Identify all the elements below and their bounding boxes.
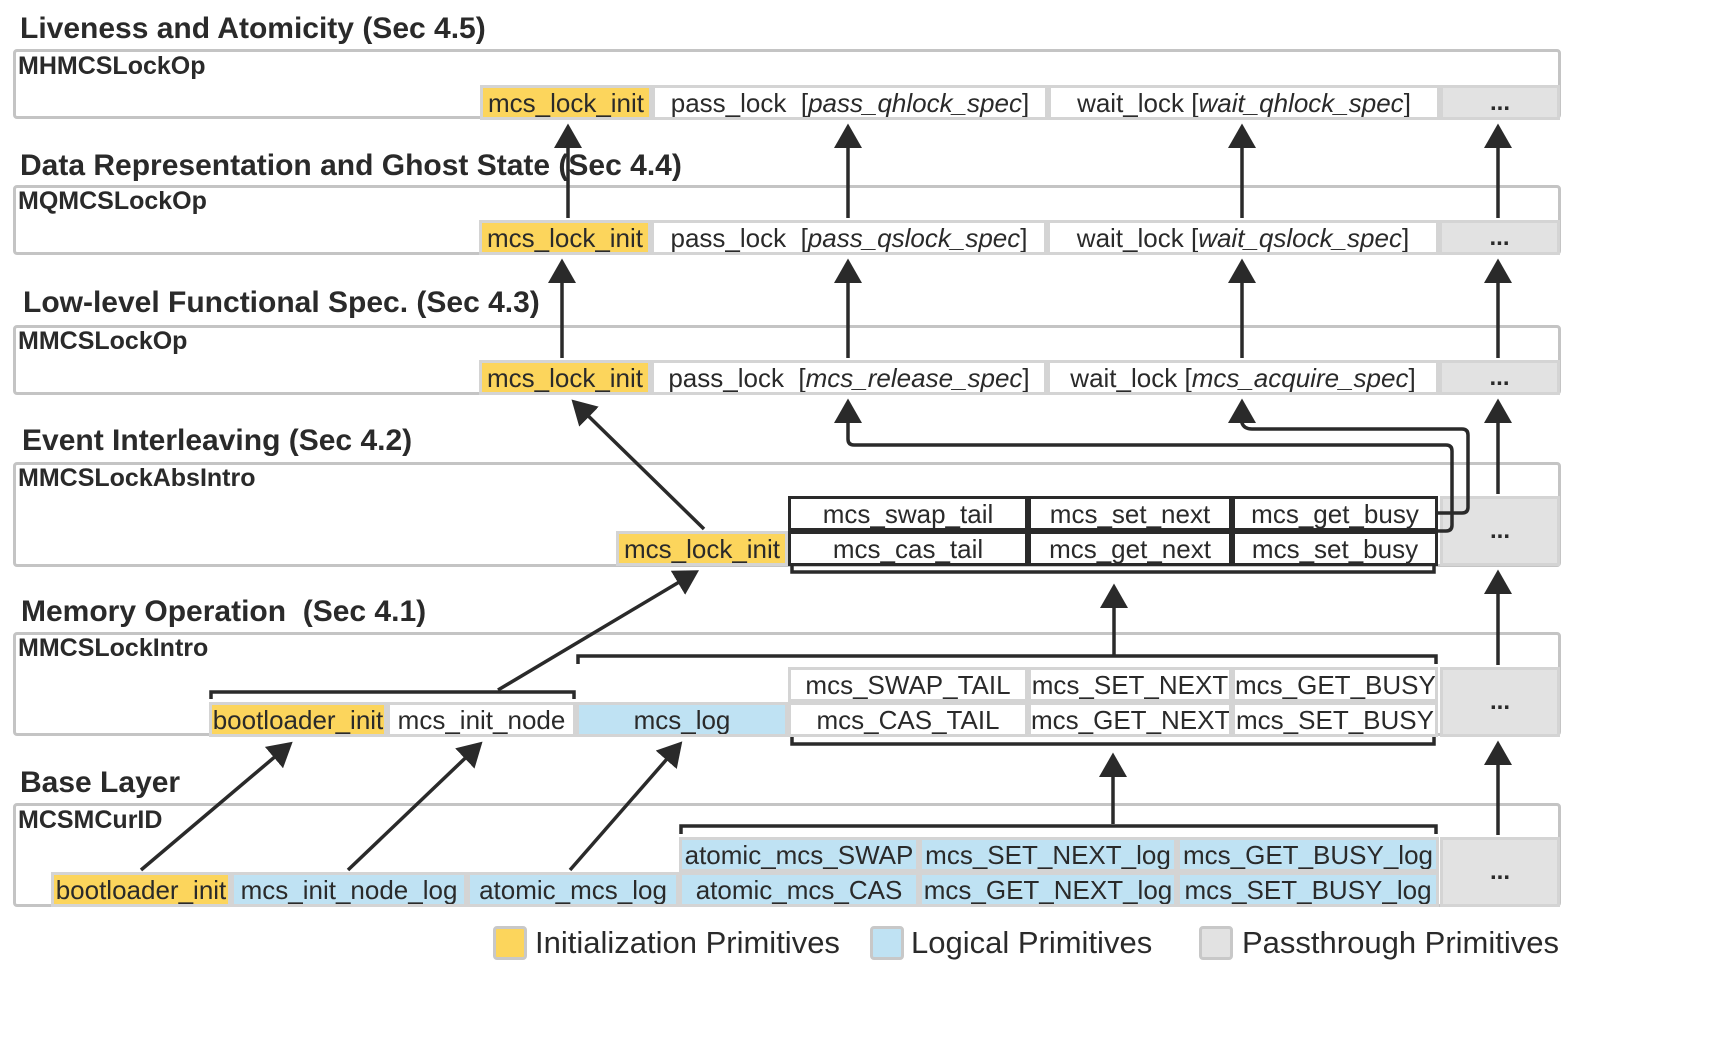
primitive-mcs-get-next-log: mcs_GET_NEXT_log (919, 872, 1177, 907)
spec-name: mcs_acquire_spec (1191, 363, 1409, 393)
legend-swatch-init (493, 926, 527, 960)
layer-title-liveness: Liveness and Atomicity (Sec 4.5) (20, 12, 486, 45)
layer-title-base: Base Layer (20, 766, 181, 799)
primitive-mcs-get-next: mcs_get_next (1028, 531, 1232, 566)
bracket-41-below (790, 737, 1436, 746)
primitive-atomic-mcs-swap: atomic_mcs_SWAP (679, 837, 919, 872)
primitive-bootloader-init: bootloader_init (209, 702, 387, 737)
layer-title-event-interleaving: Event Interleaving (Sec 4.2) (22, 424, 413, 457)
primitive-mcs-set-busy-upper: mcs_SET_BUSY (1232, 702, 1438, 737)
layer-title-data-representation: Data Representation and Ghost State (Sec… (20, 149, 682, 182)
passthrough-more: ... (1440, 85, 1560, 120)
primitive-bootloader-init: bootloader_init (51, 872, 231, 907)
module-name-mmcslockabsintro: MMCSLockAbsIntro (18, 464, 256, 492)
primitive-mcs-lock-init: mcs_lock_init (479, 360, 651, 395)
layer-title-memory-operation: Memory Operation (Sec 4.1) (21, 595, 427, 628)
primitive-mcs-lock-init: mcs_lock_init (479, 220, 651, 255)
bracket-close: ] (1403, 88, 1411, 118)
primitive-pass-lock: pass_lock [pass_qhlock_spec] (652, 85, 1048, 120)
primitive-mcs-set-busy: mcs_set_busy (1232, 531, 1438, 566)
bracket-close: ] (1401, 223, 1410, 253)
primitive-name: wait_lock [ (1076, 223, 1199, 253)
primitive-mcs-set-next: mcs_set_next (1028, 496, 1232, 531)
primitive-mcs-init-node-log: mcs_init_node_log (231, 872, 467, 907)
arrow-bootloader-base-41 (139, 741, 293, 872)
legend-swatch-logical (870, 926, 904, 960)
bracket-close: ] (1020, 223, 1028, 253)
layer-title-functional-spec: Low-level Functional Spec. (Sec 4.3) (23, 286, 540, 319)
bracket-41-upper (576, 654, 1438, 664)
legend-label-passthrough: Passthrough Primitives (1242, 925, 1560, 960)
primitive-pass-lock: pass_lock [mcs_release_spec] (651, 360, 1047, 395)
passthrough-more: ... (1439, 360, 1560, 395)
primitive-mcs-get-next-upper: mcs_GET_NEXT (1028, 702, 1232, 737)
spec-name: pass_qhlock_spec (808, 88, 1022, 118)
primitive-wait-lock: wait_lock [wait_qslock_spec] (1047, 220, 1439, 255)
arrow-pass-42-43 (834, 398, 1454, 533)
primitive-mcs-get-busy-upper: mcs_GET_BUSY (1232, 667, 1438, 702)
arrow-init-42-43 (571, 399, 706, 531)
passthrough-more: ... (1439, 220, 1560, 255)
primitive-mcs-swap-tail: mcs_swap_tail (788, 496, 1028, 531)
passthrough-more: ... (1440, 667, 1560, 737)
legend-swatch-passthrough (1199, 926, 1233, 960)
primitive-mcs-get-busy-log: mcs_GET_BUSY_log (1177, 837, 1439, 872)
primitive-mcs-cas-tail: mcs_cas_tail (788, 531, 1028, 566)
bracket-close: ] (1021, 88, 1030, 118)
primitive-mcs-swap-tail-upper: mcs_SWAP_TAIL (788, 667, 1028, 702)
primitive-mcs-get-busy: mcs_get_busy (1232, 496, 1438, 531)
primitive-mcs-cas-tail-upper: mcs_CAS_TAIL (788, 702, 1028, 737)
bracket-close: ] (1408, 363, 1416, 393)
arrow-wait-42-43 (1228, 398, 1470, 515)
primitive-mcs-set-busy-log: mcs_SET_BUSY_log (1177, 872, 1439, 907)
passthrough-more: ... (1440, 837, 1560, 907)
module-name-mhmcslockop: MHMCSLockOp (18, 52, 206, 80)
primitive-mcs-log: mcs_log (576, 702, 788, 737)
primitive-name: pass_lock [ (668, 363, 806, 393)
primitive-name: wait_lock [ (1070, 363, 1192, 393)
spec-name: wait_qhlock_spec (1198, 88, 1404, 118)
module-name-mqmcslockop: MQMCSLockOp (18, 187, 207, 215)
primitive-atomic-mcs-log: atomic_mcs_log (467, 872, 679, 907)
module-name-mmcslockop: MMCSLockOp (18, 327, 188, 355)
arrow-init-node-base-41 (346, 741, 483, 872)
primitive-mcs-init-node: mcs_init_node (387, 702, 576, 737)
module-name-mcsmcurid: MCSMCurID (18, 806, 163, 834)
legend-label-logical: Logical Primitives (911, 925, 1153, 960)
spec-name: mcs_release_spec (805, 363, 1023, 393)
primitive-mcs-set-next-upper: mcs_SET_NEXT (1028, 667, 1232, 702)
module-name-mmcslockintro: MMCSLockIntro (18, 634, 209, 662)
primitive-pass-lock: pass_lock [pass_qslock_spec] (651, 220, 1047, 255)
primitive-name: pass_lock [ (670, 223, 808, 253)
primitive-atomic-mcs-cas: atomic_mcs_CAS (679, 872, 919, 907)
primitive-mcs-set-next-log: mcs_SET_NEXT_log (919, 837, 1177, 872)
primitive-wait-lock: wait_lock [wait_qhlock_spec] (1048, 85, 1440, 120)
spec-name: wait_qslock_spec (1198, 223, 1402, 253)
primitive-wait-lock: wait_lock [mcs_acquire_spec] (1047, 360, 1439, 395)
primitive-name: pass_lock [ (670, 88, 809, 118)
bracket-base-upper (679, 824, 1438, 834)
spec-name: pass_qslock_spec (807, 223, 1021, 253)
bracket-42-below (790, 566, 1436, 574)
arrow-log-base-41 (568, 741, 683, 872)
primitive-mcs-lock-init: mcs_lock_init (480, 85, 652, 120)
bracket-41-left (209, 690, 576, 699)
primitive-name: wait_lock [ (1077, 88, 1199, 118)
bracket-close: ] (1022, 363, 1030, 393)
primitive-mcs-lock-init: mcs_lock_init (616, 531, 788, 566)
legend-label-init: Initialization Primitives (535, 925, 840, 960)
arrow-init-41-42 (497, 570, 700, 692)
